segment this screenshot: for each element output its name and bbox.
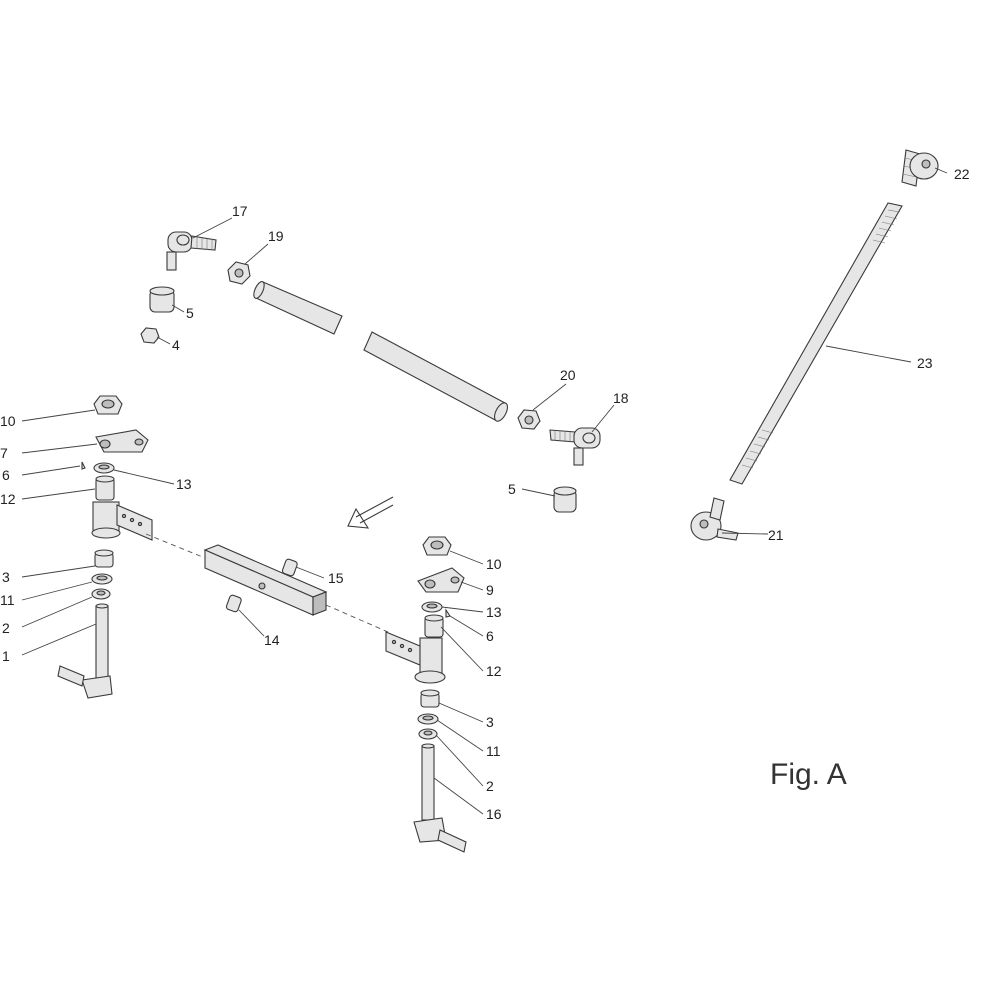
spindle-16 [413,743,467,853]
pin-14 [225,594,242,613]
nut-10-right [422,536,452,556]
callout-2-left: 2 [2,620,10,636]
washer-11-right [417,713,439,725]
tie-rod-end-17 [166,231,217,271]
callout-11-left: 11 [0,592,15,608]
callout-4: 4 [172,337,180,353]
callout-1: 1 [2,648,10,664]
tie-rod-end-18 [549,427,601,466]
washer-2-left [91,588,111,600]
axle-housing-right [385,631,446,684]
callout-13-left: 13 [176,476,192,492]
nut-10-left [93,395,123,415]
callout-3-right: 3 [486,714,494,730]
rod-end-21 [690,497,739,541]
leader-lines [21,167,948,815]
bushing-12-right [424,614,444,638]
callout-5-top: 5 [186,305,194,321]
callout-6-left: 6 [2,467,10,483]
washer-13-right [421,601,443,613]
axis-line-right [325,604,389,633]
callout-11-right: 11 [486,743,501,759]
spacer-5-right [553,486,577,513]
tie-rod-tube [253,281,508,422]
nut-4 [140,327,160,344]
callout-23: 23 [917,355,933,371]
callout-18: 18 [613,390,629,406]
axis-line-left [145,533,206,559]
steering-arm-9 [417,567,465,593]
axle-tube [203,544,328,616]
spindle-1 [57,603,113,699]
callout-10-right: 10 [486,556,502,572]
pin-15 [281,558,298,577]
callout-5-right: 5 [508,481,516,497]
spacer-5-top [149,286,175,313]
callout-3-left: 3 [2,569,10,585]
callout-17: 17 [232,203,248,219]
callout-20: 20 [560,367,576,383]
callout-7: 7 [0,445,8,461]
callout-10-left: 10 [0,413,16,429]
callout-14: 14 [264,632,280,648]
bushing-3-right [420,689,440,708]
callout-6-right: 6 [486,628,494,644]
callout-9: 9 [486,582,494,598]
bushing-12-left [95,475,115,501]
nut-20 [517,409,541,430]
callout-22: 22 [954,166,970,182]
washer-13-left [93,462,115,474]
callout-19: 19 [268,228,284,244]
callout-12-left: 12 [0,491,16,507]
rod-end-22 [901,149,939,187]
pin-6-left [81,461,86,470]
callout-13-right: 13 [486,604,502,620]
direction-arrow [347,496,394,529]
callout-12-right: 12 [486,663,502,679]
callout-21: 21 [768,527,784,543]
callout-15: 15 [328,570,344,586]
callout-2-right: 2 [486,778,494,794]
washer-11-left [91,573,113,585]
callout-16: 16 [486,806,502,822]
washer-2-right [418,728,438,740]
figure-label: Fig. A [770,758,847,791]
bushing-3-left [94,549,114,568]
steering-rod-23 [729,202,903,485]
nut-19 [227,261,251,285]
axle-housing-left [91,501,153,541]
pin-6-right [445,608,451,618]
steering-arm-7 [95,429,149,453]
